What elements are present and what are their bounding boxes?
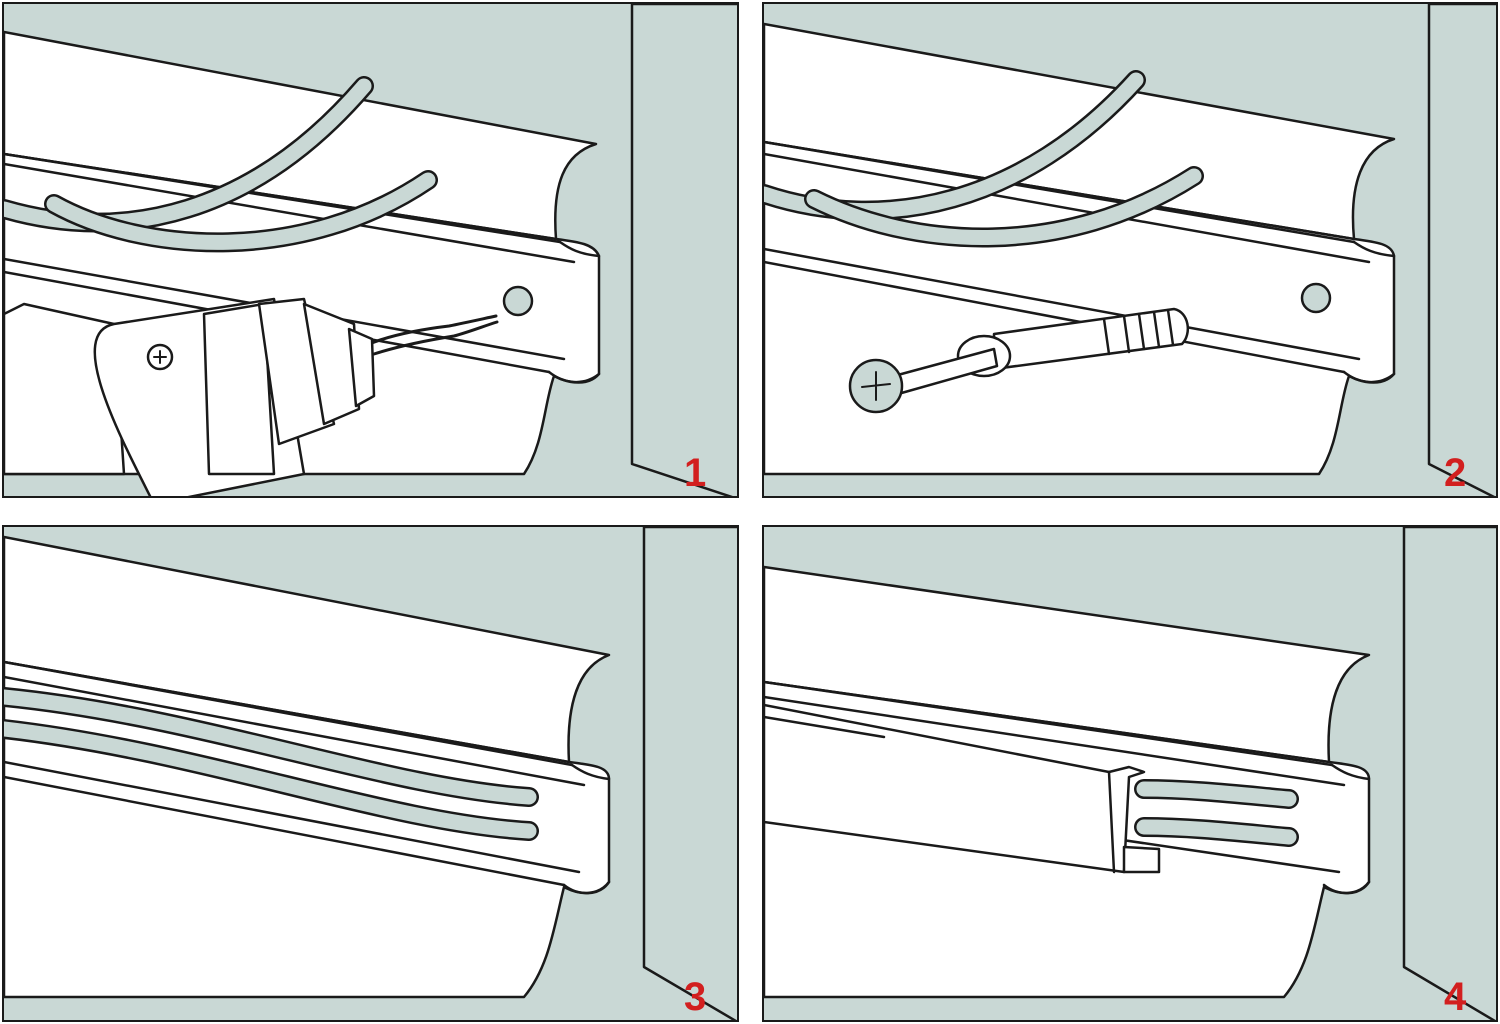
drill-chuck-icon — [202, 302, 276, 476]
cable-icon — [1136, 819, 1297, 845]
channel-line — [764, 680, 1334, 767]
channel-line — [4, 760, 581, 874]
wall-plug-hole-icon — [1300, 282, 1332, 314]
step-2-illustration — [764, 4, 1496, 496]
step-1-illustration — [4, 4, 737, 496]
cross-icon — [861, 371, 891, 401]
cable-icon — [4, 721, 537, 839]
channel-line — [4, 775, 566, 887]
cable-icon — [806, 168, 1202, 245]
step-3-illustration — [4, 527, 737, 1020]
skirting-lip — [562, 880, 611, 895]
cover-strip-icon — [764, 703, 1146, 874]
door-frame — [1402, 527, 1496, 1020]
step-1-panel: 1 — [2, 2, 739, 498]
wall-plug-hole-icon — [502, 285, 534, 317]
skirting-lip — [558, 240, 601, 258]
step-3-panel: 3 — [2, 525, 739, 1022]
drill-chuck-icon — [302, 302, 361, 426]
skirting-lip — [570, 763, 611, 781]
channel-line — [4, 660, 574, 767]
cable-icon — [1136, 781, 1297, 807]
cover-strip-edge — [1107, 770, 1116, 874]
channel-line — [4, 675, 586, 787]
skirting-lip — [1352, 240, 1396, 258]
channel-line — [764, 695, 1346, 787]
cover-strip-line — [764, 715, 886, 739]
channel-line — [764, 260, 1346, 374]
cable-icon — [4, 689, 537, 805]
step-4-panel: 4 — [762, 525, 1498, 1022]
channel-line — [764, 247, 1361, 361]
step-number: 2 — [1444, 451, 1467, 495]
channel-line — [764, 140, 1356, 244]
drill-bit-icon — [367, 314, 498, 346]
channel-line — [4, 152, 562, 244]
drill-chuck-icon — [347, 327, 376, 408]
skirting-lip — [1342, 370, 1396, 384]
drill-bit-icon — [372, 320, 499, 356]
door-frame — [1427, 4, 1496, 496]
skirting-lip — [1322, 880, 1371, 895]
step-2-panel: 2 — [762, 2, 1498, 498]
door-frame — [642, 527, 737, 1020]
cross-icon — [153, 350, 167, 364]
step-number: 3 — [684, 975, 707, 1019]
step-4-illustration — [764, 527, 1496, 1020]
cable-icon — [4, 78, 372, 230]
channel-line — [764, 152, 1371, 264]
skirting-lip — [1330, 763, 1371, 781]
cover-strip-clip — [1122, 845, 1161, 874]
door-frame — [630, 4, 737, 496]
step-number: 1 — [684, 451, 707, 495]
wall-plug-ridges — [1102, 308, 1175, 356]
drill-chuck-icon — [257, 297, 336, 446]
channel-line — [4, 162, 576, 264]
skirting-lip — [547, 370, 601, 384]
step-number: 4 — [1444, 975, 1467, 1019]
cable-icon — [46, 172, 436, 250]
